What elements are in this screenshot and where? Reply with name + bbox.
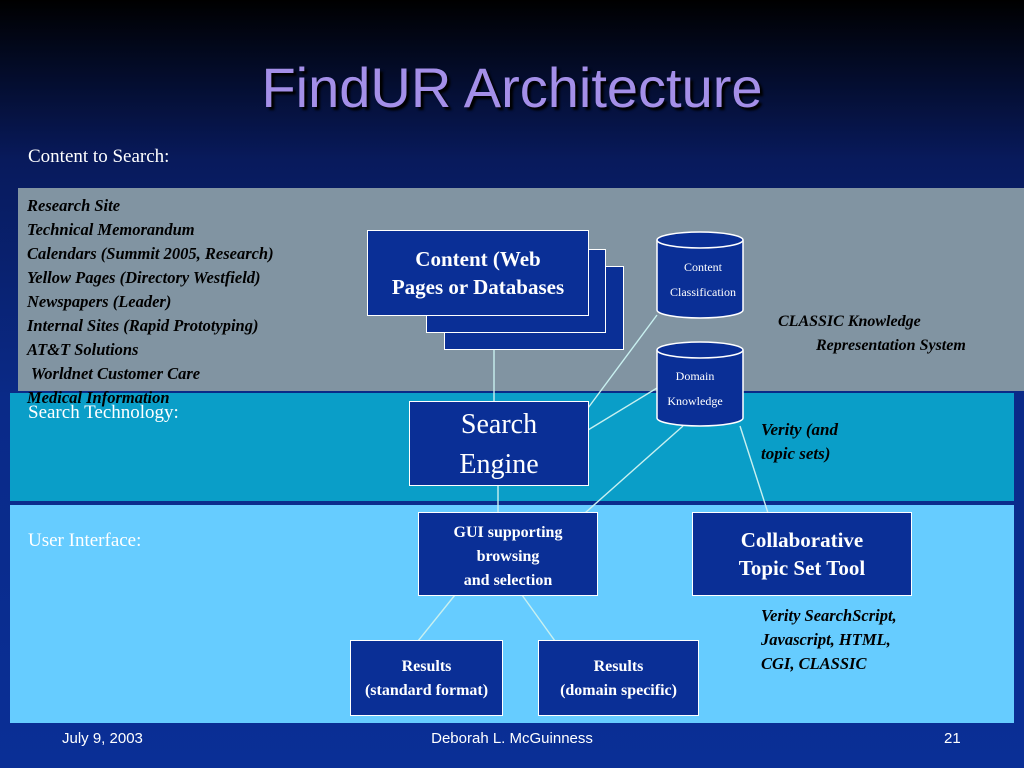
source-item: AT&T Solutions — [27, 340, 139, 359]
source-item: Technical Memorandum — [27, 220, 195, 239]
results-domain-node: Results (domain specific) — [538, 640, 699, 716]
footer-page-number: 21 — [944, 730, 961, 747]
content-classification-cylinder — [656, 231, 744, 319]
results-standard-line1: Results — [401, 658, 452, 675]
content-classification-label: Content Classification — [657, 255, 749, 305]
footer-author: Deborah L. McGuinness — [431, 730, 593, 747]
content-web-node: Content (Web Pages or Databases — [367, 230, 589, 316]
slide-title: FindUR Architecture — [261, 56, 763, 119]
source-item: Newspapers (Leader) — [27, 292, 172, 311]
source-item: Internal Sites (Rapid Prototyping) — [27, 316, 259, 335]
search-technology-label: Search Technology: — [28, 402, 179, 423]
search-engine-line2: Engine — [459, 449, 539, 480]
classification-line2: Classification — [670, 285, 736, 299]
connector-gui-to-results-domain — [521, 594, 556, 642]
results-standard-line2: (standard format) — [364, 682, 489, 699]
gui-line3: and selection — [463, 572, 553, 589]
results-standard-node: Results (standard format) — [350, 640, 503, 716]
collaborative-line2: Topic Set Tool — [738, 556, 866, 580]
content-to-search-label: Content to Search: — [28, 146, 170, 167]
user-interface-label: User Interface: — [28, 530, 142, 551]
domain-knowledge-label: Domain Knowledge — [653, 364, 737, 414]
gui-node: GUI supporting browsing and selection — [418, 512, 598, 596]
gui-line2: browsing — [476, 548, 540, 565]
connector-classification-to-engine — [587, 314, 658, 409]
domain-knowledge-cylinder — [656, 341, 744, 427]
verity-line2: topic sets) — [761, 444, 831, 463]
domain-line2: Knowledge — [667, 394, 723, 408]
connector-domain-to-engine — [587, 387, 658, 431]
domain-line1: Domain — [675, 369, 715, 383]
connector-domain-to-collaborative — [739, 425, 769, 514]
classic-line2: Representation System — [816, 337, 966, 354]
gui-line1: GUI supporting — [453, 524, 563, 541]
results-domain-line1: Results — [593, 658, 644, 675]
verity-script-line2: Javascript, HTML, — [761, 630, 891, 649]
classic-note: CLASSIC Knowledge Representation System — [778, 310, 966, 358]
connector-gui-to-results-standard — [417, 594, 456, 642]
results-domain-line2: (domain specific) — [560, 682, 677, 699]
verity-note: Verity (and topic sets) — [761, 418, 838, 466]
connector-domain-to-gui — [584, 425, 684, 514]
source-item: Calendars (Summit 2005, Research) — [27, 244, 274, 263]
source-item: Medical Information — [27, 388, 170, 407]
source-item: Research Site — [27, 196, 121, 215]
verity-script-line1: Verity SearchScript, — [761, 606, 897, 625]
content-web-line1: Content (Web — [415, 247, 541, 271]
classification-line1: Content — [684, 260, 722, 274]
footer-date: July 9, 2003 — [62, 730, 143, 747]
source-item: Yellow Pages (Directory Westfield) — [27, 268, 261, 287]
search-engine-node: Search Engine — [409, 401, 589, 486]
verity-script-note: Verity SearchScript, Javascript, HTML, C… — [761, 604, 897, 676]
content-source-list: Research Site Technical Memorandum Calen… — [27, 194, 274, 410]
collaborative-line1: Collaborative — [740, 528, 864, 552]
search-engine-line1: Search — [460, 409, 538, 440]
verity-line1: Verity (and — [761, 420, 838, 439]
content-web-line2: Pages or Databases — [391, 275, 565, 299]
classic-line1: CLASSIC Knowledge — [778, 313, 921, 330]
source-item: Worldnet Customer Care — [27, 364, 201, 383]
collaborative-node: Collaborative Topic Set Tool — [692, 512, 912, 596]
verity-script-line3: CGI, CLASSIC — [761, 654, 867, 673]
